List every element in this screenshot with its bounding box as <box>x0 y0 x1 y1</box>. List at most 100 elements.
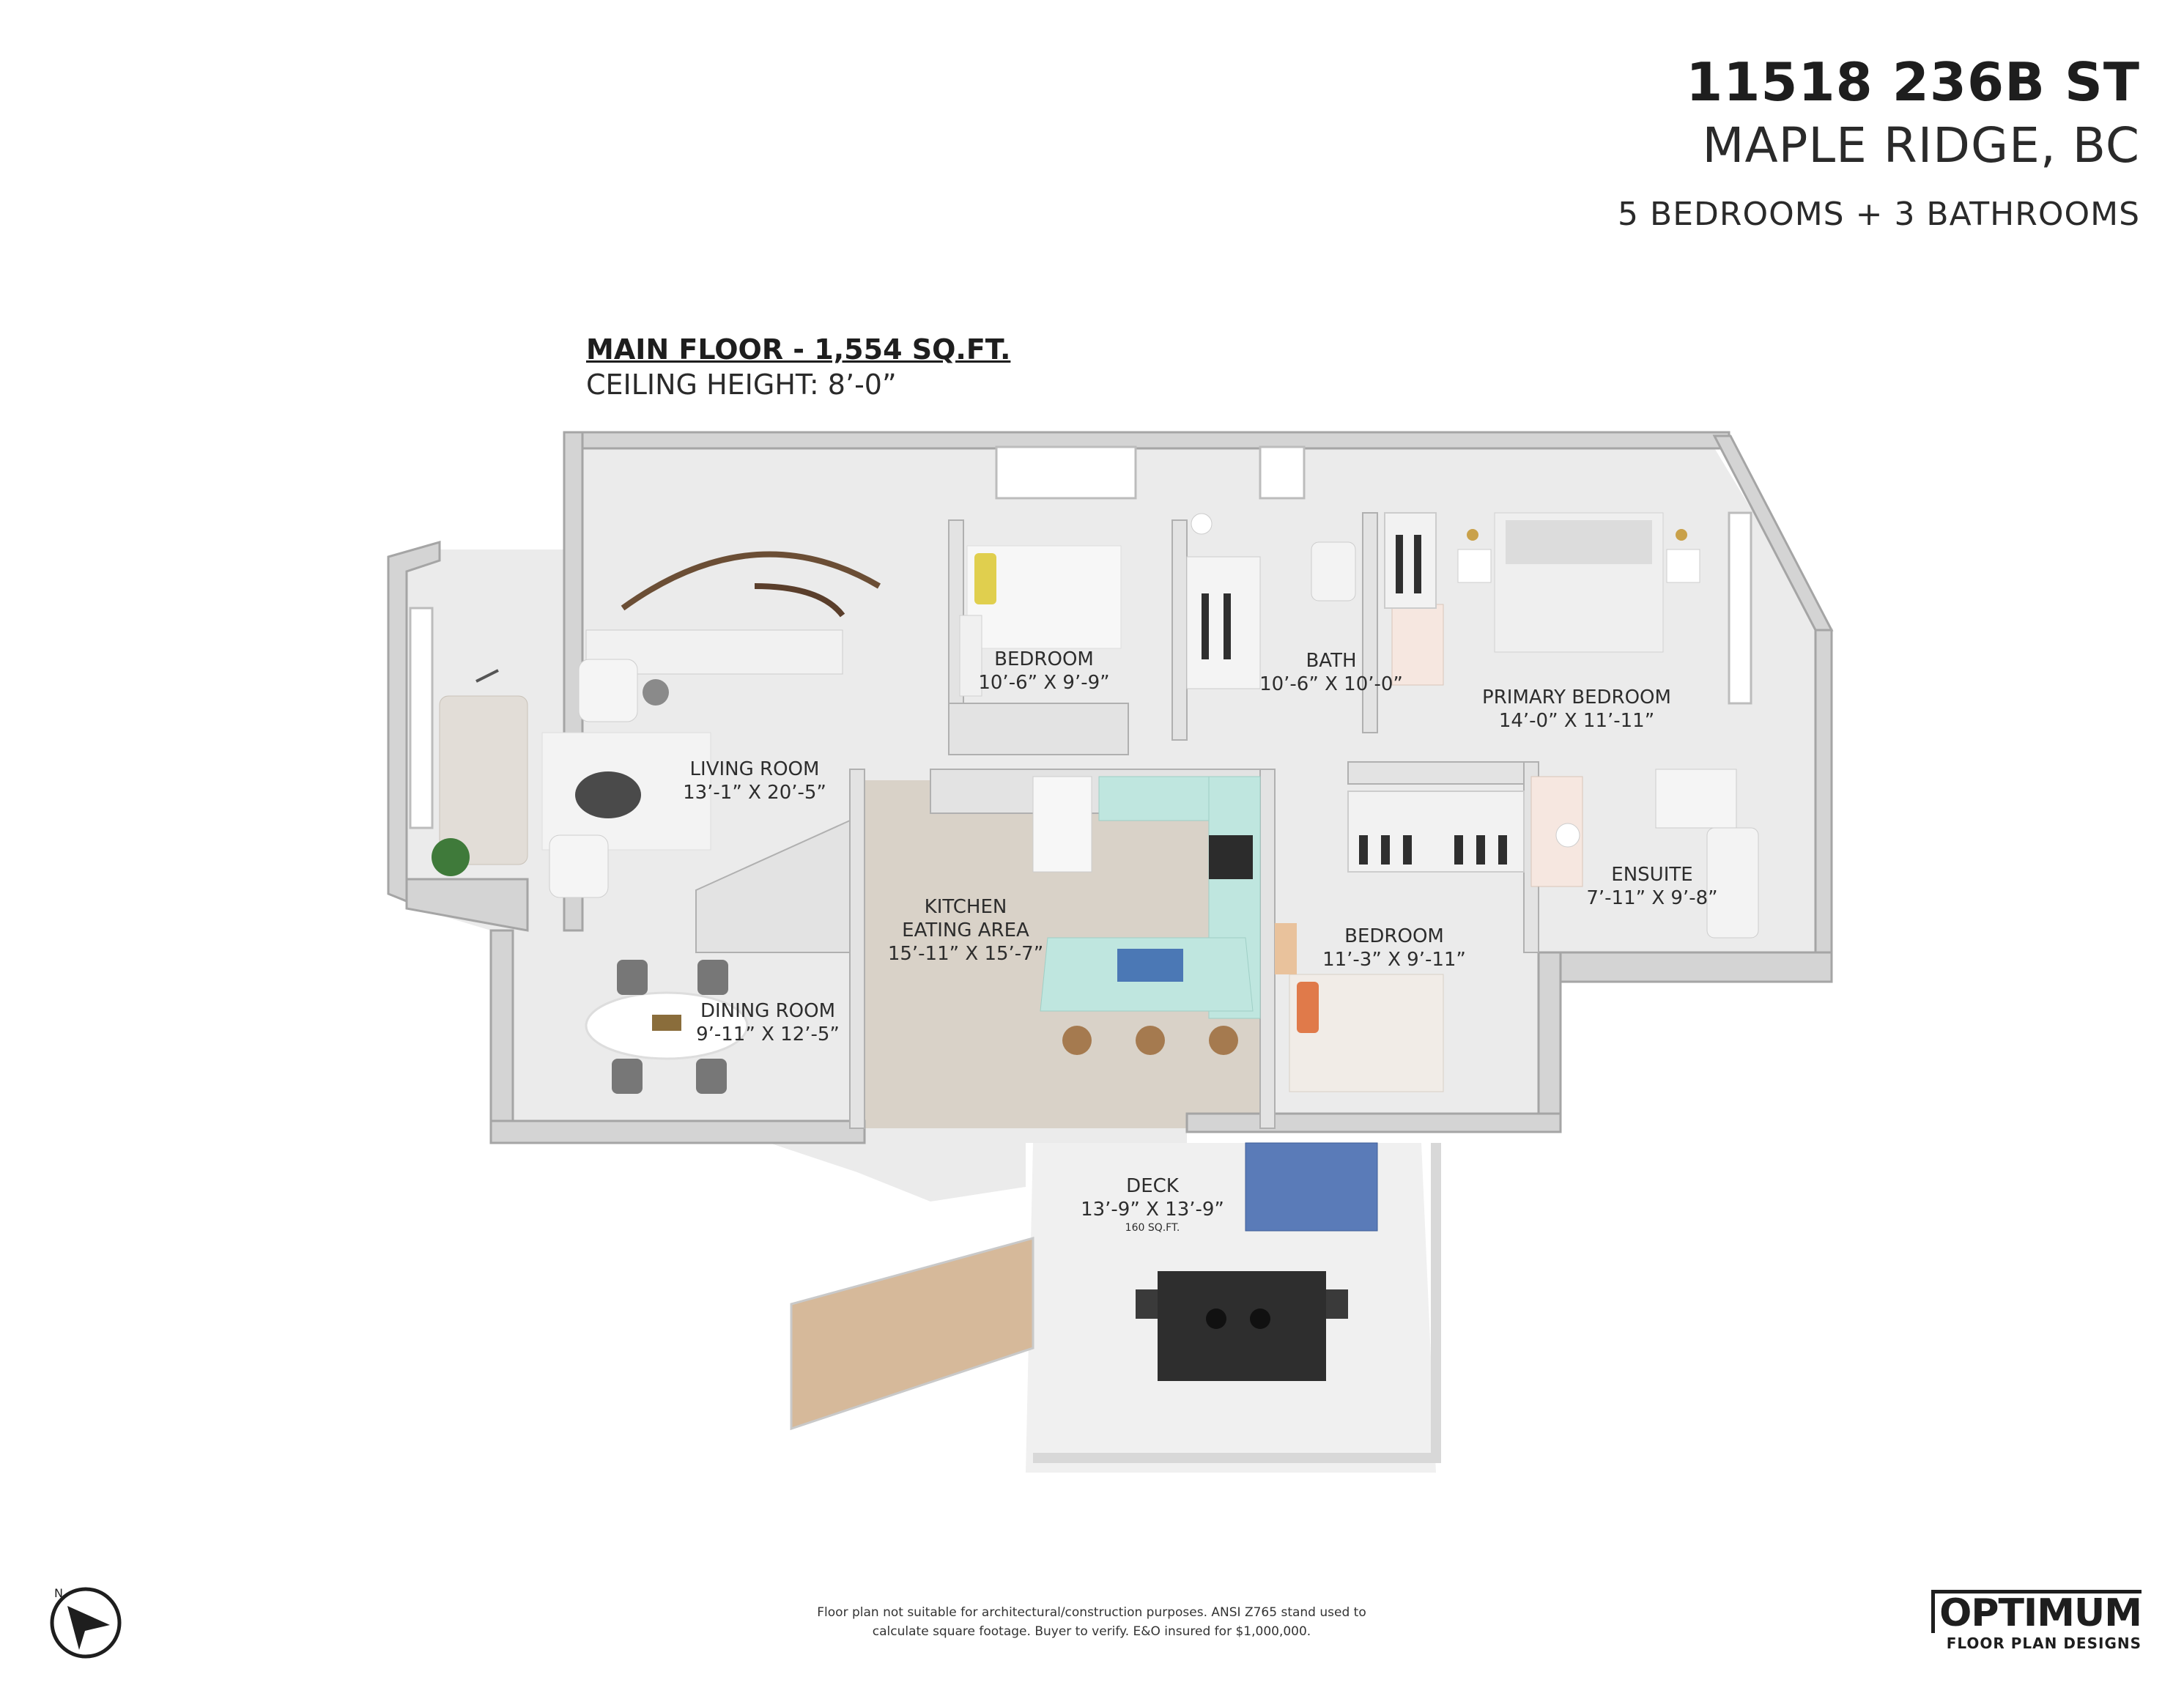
wall-bedroom2-top <box>1347 761 1539 785</box>
armchair-top <box>578 659 638 722</box>
armchair-bottom <box>549 834 609 898</box>
sofa <box>439 695 528 865</box>
windows <box>409 445 1752 829</box>
ensuite-fixtures <box>1530 769 1759 939</box>
hanger-1 <box>1359 835 1368 865</box>
disclaimer-line-2: calculate square footage. Buyer to verif… <box>872 1624 1311 1639</box>
dims-kitchen: 15’-11” X 15’-7” <box>888 943 1043 965</box>
deck-lantern-1 <box>1206 1308 1226 1329</box>
window-bath <box>1259 445 1306 500</box>
dims-bath: 10’-6” X 10’-0” <box>1259 673 1403 695</box>
kitchen-fixtures <box>1032 776 1261 1055</box>
dims-bedroom-1: 10’-6” X 9’-9” <box>978 672 1109 694</box>
wall-ensuite-bottom <box>1552 951 1833 983</box>
wall-bath-right <box>1362 512 1378 733</box>
stair-railing-lower <box>754 583 845 618</box>
shower-ensuite <box>1655 769 1737 829</box>
listing-header: 11518 236B ST MAPLE RIDGE, BC 5 BEDROOMS… <box>1618 51 2140 233</box>
wall-bedroom-bottom <box>1185 1112 1562 1133</box>
ceiling-height: CEILING HEIGHT: 8’-0” <box>586 369 897 401</box>
stool-2 <box>1136 1026 1165 1055</box>
dining-chair-2 <box>697 960 728 995</box>
interior-staircase <box>585 551 881 675</box>
stool-1 <box>1062 1026 1092 1055</box>
label-living-room: LIVING ROOM <box>690 758 820 780</box>
wall-kitchen-left <box>849 769 865 1129</box>
dims-bedroom-2: 11’-3” X 9’-11” <box>1322 949 1466 971</box>
toilet-ensuite <box>1555 823 1580 848</box>
address-title: 11518 236B ST <box>1686 51 2140 113</box>
hanger-3 <box>1403 835 1412 865</box>
nightstand-left <box>1457 549 1492 583</box>
wall-living-bottom <box>405 878 529 932</box>
tub-ensuite <box>1706 827 1759 939</box>
closets <box>1202 512 1525 873</box>
sink <box>1117 949 1183 982</box>
label-bedroom-2: BEDROOM <box>1344 925 1444 947</box>
hanger-7 <box>1202 593 1209 659</box>
label-kitchen-line2: EATING AREA <box>902 919 1029 941</box>
closet-bedroom2 <box>1347 791 1525 873</box>
wall-bedroom1-bottom <box>948 703 1129 755</box>
label-dining-room: DINING ROOM <box>700 1000 835 1022</box>
wall-stair-divider <box>695 819 851 953</box>
primary-pillows <box>1506 520 1652 564</box>
wall-dining-bottom <box>489 1119 866 1144</box>
lamp-right <box>1676 529 1687 541</box>
room-labels: BEDROOM 10’-6” X 9’-9” BATH 10’-6” X 10’… <box>683 648 1718 1234</box>
coffee-table <box>575 771 641 818</box>
dims-deck: 13’-9” X 13’-9” <box>1081 1199 1224 1221</box>
window-primary <box>1728 511 1752 705</box>
dims-living-room: 13’-1” X 20’-5” <box>683 782 826 804</box>
floor-lamp <box>475 669 499 683</box>
wall-bedroom-right <box>1537 951 1562 1130</box>
brand-name: OPTIMUM <box>1931 1590 2142 1633</box>
area-deck: 160 SQ.FT. <box>1125 1222 1180 1234</box>
floor-heading: MAIN FLOOR - 1,554 SQ.FT. CEILING HEIGHT… <box>586 333 1010 401</box>
hanger-6 <box>1498 835 1507 865</box>
deck-table <box>1158 1271 1326 1381</box>
hanger-2 <box>1381 835 1390 865</box>
dining-centerpiece <box>652 1015 681 1031</box>
fridge <box>1032 776 1092 873</box>
label-ensuite: ENSUITE <box>1611 864 1692 886</box>
wall-living-bay <box>387 541 441 903</box>
deck-lantern-2 <box>1250 1308 1270 1329</box>
svg-text:N: N <box>54 1586 63 1600</box>
hanger-10 <box>1414 535 1421 593</box>
city-title: MAPLE RIDGE, BC <box>1702 117 2140 174</box>
wall-dining-left <box>489 929 514 1144</box>
disclaimer-line-1: Floor plan not suitable for architectura… <box>817 1605 1366 1620</box>
pillow-orange <box>1297 982 1319 1033</box>
hanger-8 <box>1224 593 1231 659</box>
brand-logo: OPTIMUM FLOOR PLAN DESIGNS <box>1931 1590 2142 1652</box>
deck-chair-right <box>1326 1289 1348 1319</box>
deck-chair-left <box>1136 1289 1158 1319</box>
pillow-yellow <box>974 553 996 604</box>
wall-bath-left <box>1171 519 1188 741</box>
dining-room-furniture <box>585 960 749 1094</box>
bbq-grill <box>1245 1142 1378 1232</box>
dims-dining-room: 9’-11” X 12’-5” <box>696 1023 840 1045</box>
disclaimer-text: Floor plan not suitable for architectura… <box>806 1603 1377 1641</box>
hanger-4 <box>1454 835 1463 865</box>
deck-stairs <box>790 1237 1034 1431</box>
brand-subtitle: FLOOR PLAN DESIGNS <box>1946 1635 2142 1652</box>
rooms-summary: 5 BEDROOMS + 3 BATHROOMS <box>1618 196 2140 233</box>
label-deck: DECK <box>1126 1175 1180 1197</box>
wall-right <box>1814 629 1833 954</box>
deck-area <box>790 1142 1441 1463</box>
label-primary-bedroom: PRIMARY BEDROOM <box>1482 686 1671 708</box>
outer-walls <box>387 431 1834 1144</box>
deck-railing <box>1033 1143 1441 1463</box>
bedroom-2-furniture <box>1275 923 1444 1092</box>
living-room-furniture <box>432 659 711 898</box>
label-kitchen-line1: KITCHEN <box>925 896 1007 918</box>
cooktop <box>1209 835 1253 879</box>
dining-chair-1 <box>617 960 648 995</box>
dims-primary-bedroom: 14’-0” X 11’-11” <box>1499 710 1654 732</box>
stair-railing <box>621 551 881 611</box>
plant-living <box>432 838 470 876</box>
dining-chair-3 <box>612 1059 643 1094</box>
